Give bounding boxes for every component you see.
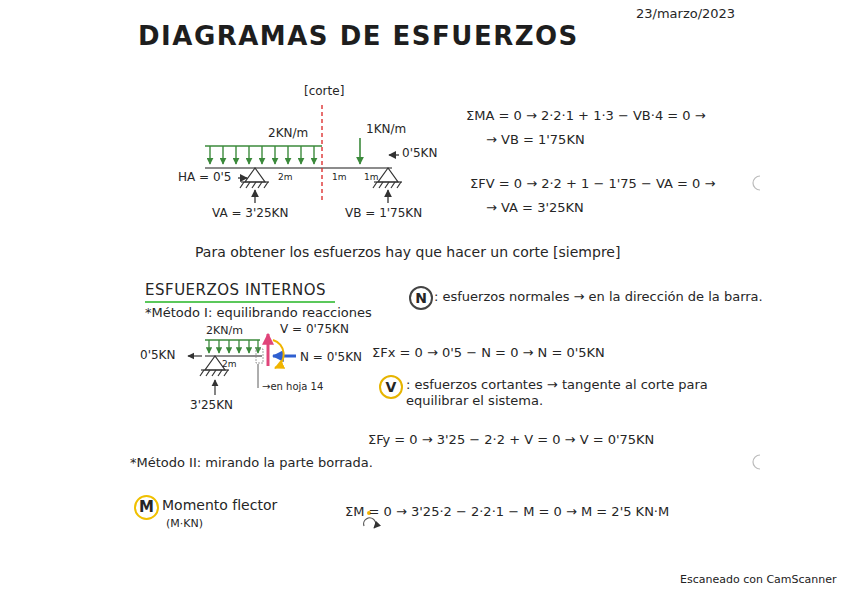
supports [240, 168, 402, 188]
distributed-load-2 [205, 340, 260, 353]
beam [205, 167, 392, 169]
page-title: DIAGRAMAS DE ESFUERZOS [138, 20, 579, 53]
force-value: 0'5KN [140, 348, 175, 363]
section-heading: ESFUERZOS INTERNOS [145, 281, 326, 300]
point-load [360, 138, 361, 164]
node-letter: N [415, 291, 427, 305]
force-value: V = 0'75KN [280, 322, 349, 337]
circled-letter: V [379, 375, 403, 399]
definition: : esfuerzos normales → en la dirección d… [434, 289, 764, 305]
dimension: 1m [332, 172, 347, 183]
reaction-label: HA = 0'5 [178, 170, 231, 185]
dimension: 1m [364, 172, 379, 183]
unit: (M·KN) [166, 517, 203, 531]
load-value: 2KN/m [268, 126, 308, 141]
title-underline [145, 302, 335, 303]
dimension: 2m [222, 359, 237, 370]
force-value: N = 0'5KN [300, 350, 362, 365]
load-value: 2KN/m [206, 324, 243, 338]
load-value: 1KN/m [366, 122, 406, 137]
reaction-arrows [238, 155, 399, 203]
equation: → VB = 1'75KN [486, 132, 585, 148]
equation: ΣMA = 0 → 2·2·1 + 1·3 − VB·4 = 0 → [466, 108, 706, 124]
definition: Momento flector [162, 497, 277, 515]
note: Para obtener los esfuerzos hay que hacer… [195, 244, 620, 262]
support-2 [188, 356, 258, 395]
equation: ΣFx = 0 → 0'5 − N = 0 → N = 0'5KN [372, 345, 605, 361]
reaction-label: VB = 1'75KN [345, 206, 422, 221]
internal-forces [268, 334, 296, 368]
node-letter: M [139, 500, 154, 515]
node-letter: V [386, 380, 397, 394]
cut-line [322, 105, 323, 200]
watermark: Escaneado con CamScanner [680, 573, 837, 587]
definition: : esfuerzos cortantes → tangente al cort… [406, 377, 766, 410]
force-value: 0'5KN [402, 146, 437, 161]
cut-label: [corte] [304, 84, 344, 99]
circled-letter: M [134, 495, 159, 520]
method-label: *Método I: equilibrando reacciones [145, 305, 372, 321]
circled-letter: N [409, 286, 433, 310]
page-reference: →en hoja 14 [262, 381, 323, 394]
dimension: 2m [278, 172, 293, 183]
equation: ΣM = 0 → 3'25·2 − 2·2·1 − M = 0 → M = 2'… [345, 504, 669, 520]
equation: → VA = 3'25KN [486, 200, 584, 216]
method-label: *Método II: mirando la parte borrada. [130, 455, 373, 471]
reaction-label: 3'25KN [190, 398, 233, 413]
equation: ΣFV = 0 → 2·2 + 1 − 1'75 − VA = 0 → [470, 176, 715, 192]
date: 23/marzo/2023 [636, 6, 735, 22]
equation: ΣFy = 0 → 3'25 − 2·2 + V = 0 → V = 0'75K… [368, 432, 654, 448]
reaction-label: VA = 3'25KN [212, 206, 288, 221]
punch-marks [753, 176, 760, 469]
distributed-load [205, 146, 322, 164]
